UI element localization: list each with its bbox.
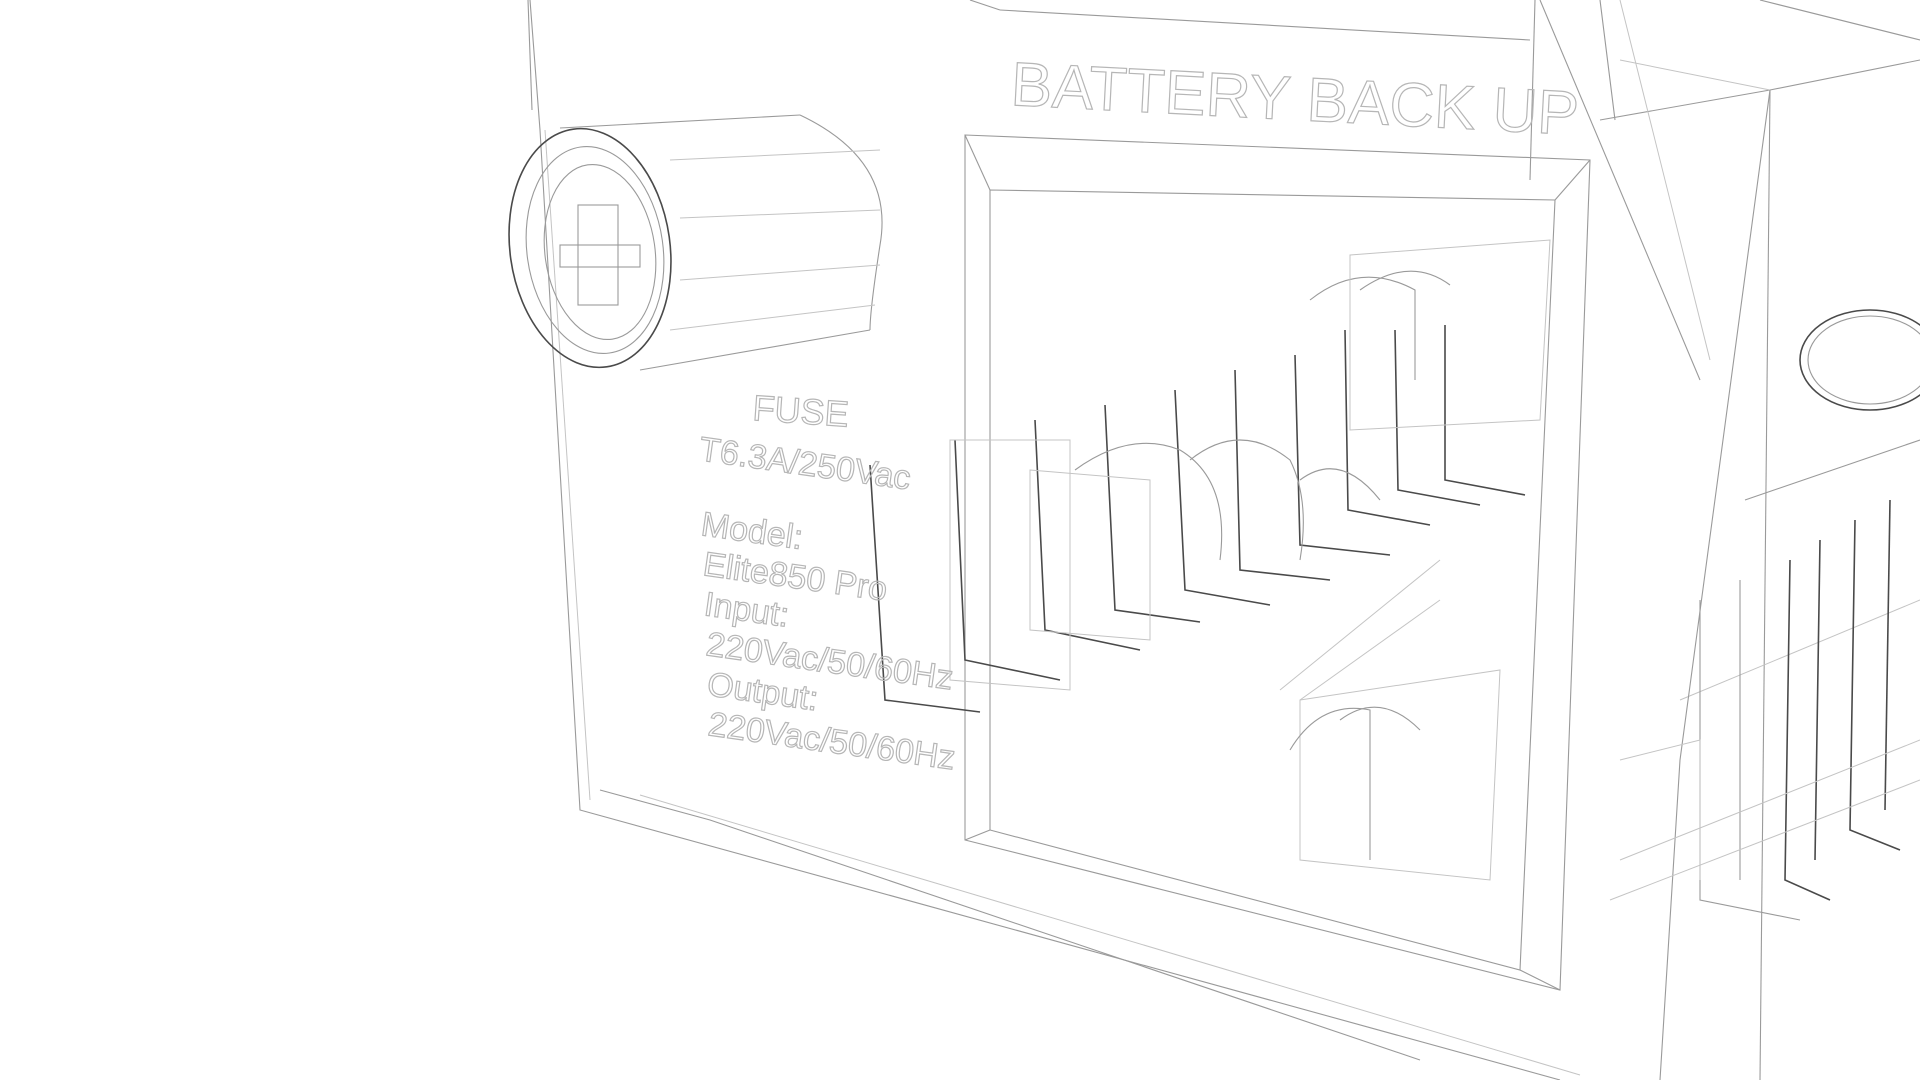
output-value: 220Vac/50/60Hz <box>706 705 958 777</box>
socket-terminals <box>869 239 1551 881</box>
fuse-rating: T6.3A/250Vac <box>697 430 913 497</box>
panel-labels: BATTERY BACK UP FUSE T6.3A/250Vac Model:… <box>696 49 1581 778</box>
fuse-holder <box>508 114 883 371</box>
side-box <box>1609 309 1920 921</box>
fuse-label: FUSE <box>751 387 850 435</box>
battery-socket <box>964 134 1591 991</box>
panel-body <box>527 0 1920 1080</box>
battery-backup-heading: BATTERY BACK UP <box>1009 50 1580 149</box>
